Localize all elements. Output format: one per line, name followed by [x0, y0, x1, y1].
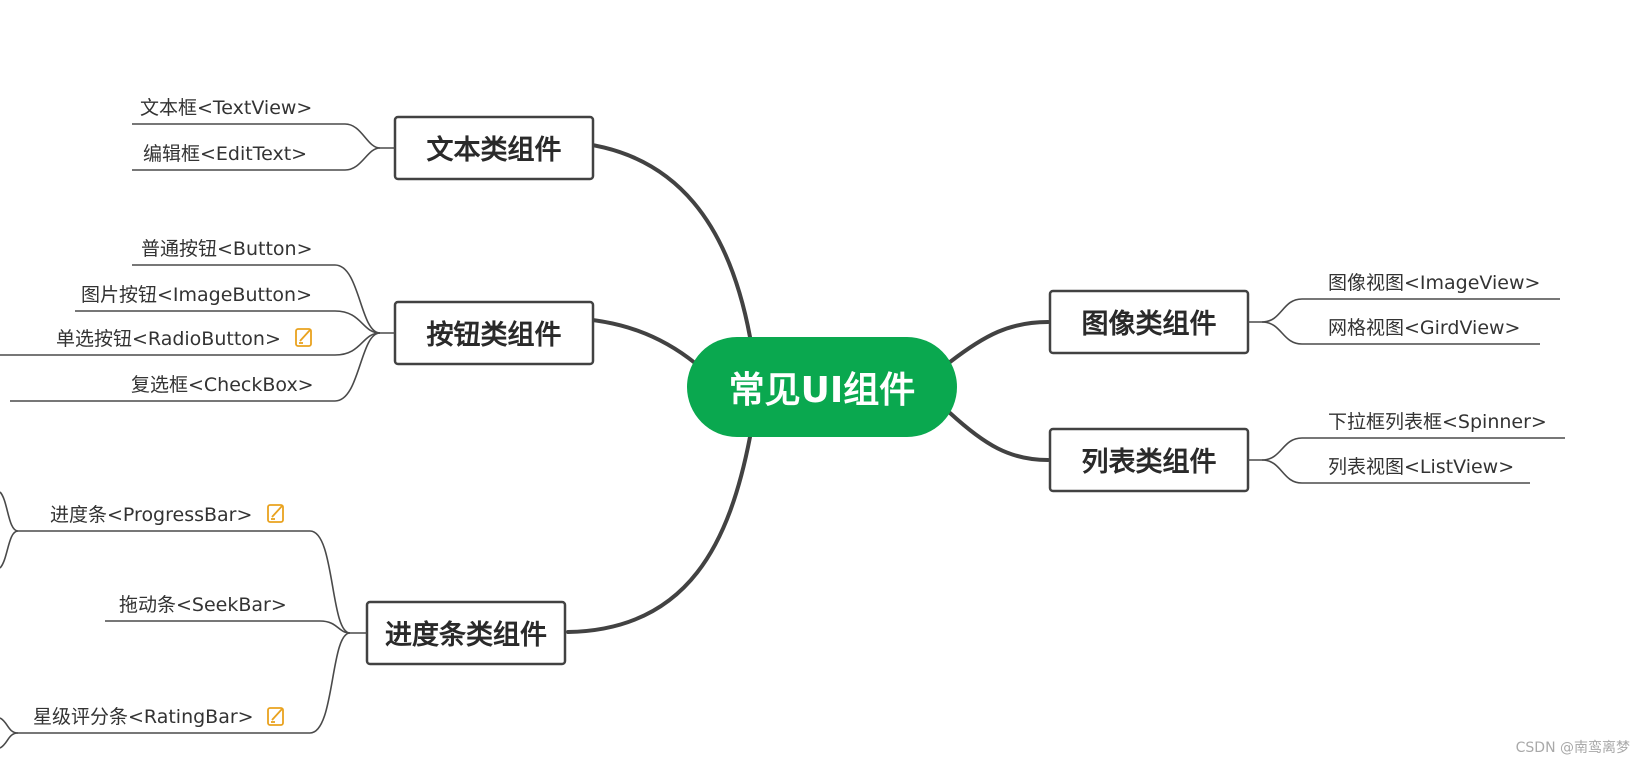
- leaf-edittext[interactable]: 编辑框<EditText>: [143, 143, 307, 165]
- branch-label: 进度条类组件: [385, 619, 547, 651]
- branch-image-components[interactable]: 图像类组件: [1048, 289, 1250, 355]
- branch-label: 图像类组件: [1082, 308, 1217, 340]
- note-edit-icon[interactable]: [267, 504, 284, 523]
- leaf-textview[interactable]: 文本框<TextView>: [140, 97, 312, 119]
- leaf-imageview[interactable]: 图像视图<ImageView>: [1328, 272, 1540, 294]
- leaf-radiobutton[interactable]: 单选按钮<RadioButton>: [56, 328, 281, 350]
- branch-label: 按钮类组件: [427, 319, 562, 351]
- branch-button-components[interactable]: 按钮类组件: [393, 300, 595, 366]
- root-node[interactable]: 常见UI组件: [687, 337, 957, 437]
- branch-label: 列表类组件: [1082, 446, 1217, 478]
- leaf-progressbar[interactable]: 进度条<ProgressBar>: [50, 504, 252, 526]
- note-edit-icon[interactable]: [267, 707, 284, 726]
- leaf-seekbar[interactable]: 拖动条<SeekBar>: [119, 594, 287, 616]
- leaf-button[interactable]: 普通按钮<Button>: [141, 238, 312, 260]
- leaf-listview[interactable]: 列表视图<ListView>: [1328, 456, 1514, 478]
- connector-text-components: [566, 140, 752, 339]
- connector-progress-components: [566, 435, 752, 634]
- branch-text-components[interactable]: 文本类组件: [393, 115, 595, 181]
- watermark: CSDN @南鸾离梦: [1515, 740, 1630, 756]
- branch-list-components[interactable]: 列表类组件: [1048, 427, 1250, 493]
- leaf-imagebutton[interactable]: 图片按钮<ImageButton>: [81, 284, 312, 306]
- leaf-checkbox[interactable]: 复选框<CheckBox>: [131, 374, 314, 396]
- connector-list-components: [948, 411, 1050, 462]
- leaf-ratingbar[interactable]: 星级评分条<RatingBar>: [33, 706, 254, 728]
- leaf-spinner[interactable]: 下拉框列表框<Spinner>: [1328, 411, 1547, 433]
- branch-label: 文本类组件: [427, 134, 562, 166]
- branch-progress-components[interactable]: 进度条类组件: [365, 600, 567, 666]
- note-edit-icon[interactable]: [295, 328, 312, 347]
- leaf-girdview[interactable]: 网格视图<GirdView>: [1328, 317, 1520, 339]
- root-node-label: 常见UI组件: [729, 370, 916, 411]
- connector-image-components: [948, 320, 1050, 364]
